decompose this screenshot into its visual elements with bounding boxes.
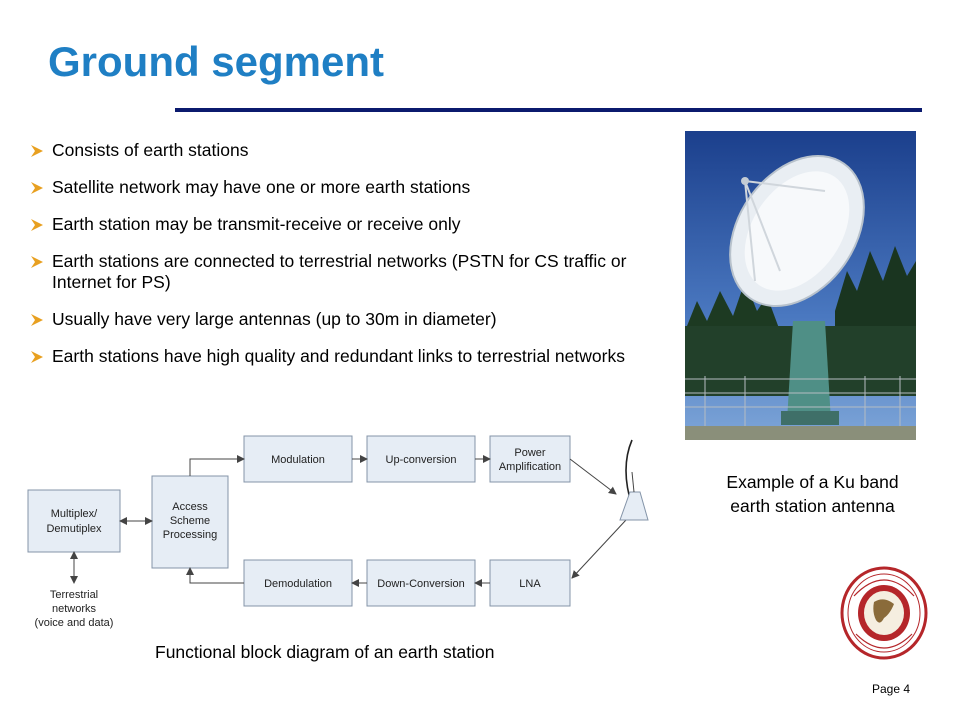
bullet-item: Usually have very large antennas (up to … [30,309,630,330]
block-label: Demutiplex [46,523,102,535]
diagram-caption: Functional block diagram of an earth sta… [155,642,495,662]
terrestrial-label: networks [52,603,97,615]
photo-caption-line: Example of a Ku band [726,472,899,492]
bullet-text: Earth stations are connected to terrestr… [52,251,627,292]
block-label: LNA [519,578,541,590]
photo-caption-line: earth station antenna [730,496,895,516]
block-diagram: Multiplex/ Demutiplex Access Scheme Proc… [27,435,649,629]
antenna-symbol-icon [619,439,649,521]
arrow-bullet-icon [31,314,43,326]
arrow-bullet-icon [31,182,43,194]
block-label: Processing [163,529,217,541]
bullet-list: Consists of earth stations Satellite net… [30,140,630,383]
block-label: Down-Conversion [377,578,464,590]
modulation-block [243,435,353,483]
terrestrial-label: (voice and data) [35,617,114,629]
upconversion-block [366,435,476,483]
lna-block [489,559,571,607]
arrow-bullet-icon [31,219,43,231]
arrow-bullet-icon [31,145,43,157]
bullet-text: Satellite network may have one or more e… [52,177,471,197]
block-label: Access [172,501,208,513]
block-label: Amplification [499,461,561,473]
block-label: Up-conversion [386,454,457,466]
demodulation-block [243,559,353,607]
terrestrial-label: Terrestrial [50,589,98,601]
bullet-text: Earth stations have high quality and red… [52,346,625,366]
bullet-item: Consists of earth stations [30,140,630,161]
bullet-text: Usually have very large antennas (up to … [52,309,497,329]
block-label: Multiplex/ [51,508,98,520]
block-label: Modulation [271,454,325,466]
title-underline [175,108,922,112]
bullet-text: Consists of earth stations [52,140,249,160]
arrow-bullet-icon [31,351,43,363]
arrow-bullet-icon [31,256,43,268]
slide-title: Ground segment [48,38,385,85]
block-label: Power [514,447,546,459]
multiplex-block [27,489,121,553]
antenna-photo [685,131,916,440]
bullet-item: Satellite network may have one or more e… [30,177,630,198]
photo-caption: Example of a Ku band earth station anten… [690,470,935,518]
block-label: Scheme [170,515,210,527]
bullet-text: Earth station may be transmit-receive or… [52,214,461,234]
downconversion-block [366,559,476,607]
bullet-item: Earth stations are connected to terrestr… [30,251,630,293]
block-label: Demodulation [264,578,332,590]
university-seal-icon [840,566,928,660]
bullet-item: Earth stations have high quality and red… [30,346,630,367]
power-amplification-block [489,435,571,483]
page-number: Page 4 [872,682,911,696]
bullet-item: Earth station may be transmit-receive or… [30,214,630,235]
